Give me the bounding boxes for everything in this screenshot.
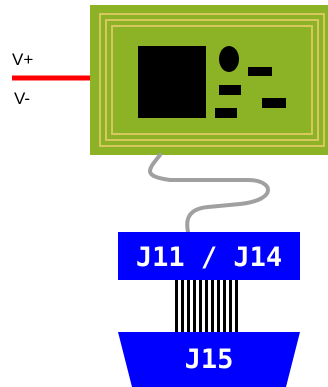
pcb-component-1	[248, 67, 272, 76]
connector-j15	[118, 332, 300, 387]
pcb-capacitor	[219, 46, 239, 72]
v-plus-label: V+	[12, 50, 33, 69]
pcb-board	[90, 5, 328, 155]
ribbon-pin	[205, 280, 208, 332]
ribbon-pin	[211, 280, 214, 332]
ribbon-pin	[187, 280, 190, 332]
connector-j15-label: J15	[185, 344, 234, 375]
pcb-chip	[138, 46, 206, 118]
ribbon-pin	[229, 280, 232, 332]
ribbon-pin	[235, 280, 238, 332]
pcb-trace-middle	[105, 19, 319, 141]
pcb-component-4	[215, 108, 237, 118]
pcb-component-3	[262, 98, 286, 108]
gray-cable	[148, 153, 270, 234]
connector-j11-j14	[118, 232, 300, 280]
pcb-trace-inner	[111, 25, 313, 135]
pcb-trace-outer	[99, 13, 325, 147]
pcb-substrate	[90, 5, 328, 155]
ribbon-pin	[175, 280, 178, 332]
ribbon-pin	[193, 280, 196, 332]
ribbon-pin	[223, 280, 226, 332]
ribbon-pin	[199, 280, 202, 332]
v-minus-label: V-	[14, 89, 30, 108]
pcb-component-2	[219, 85, 241, 95]
ribbon-pin	[181, 280, 184, 332]
connector-j11-j14-label: J11 / J14	[136, 242, 282, 273]
ribbon-pins	[175, 280, 238, 332]
ribbon-pin	[217, 280, 220, 332]
